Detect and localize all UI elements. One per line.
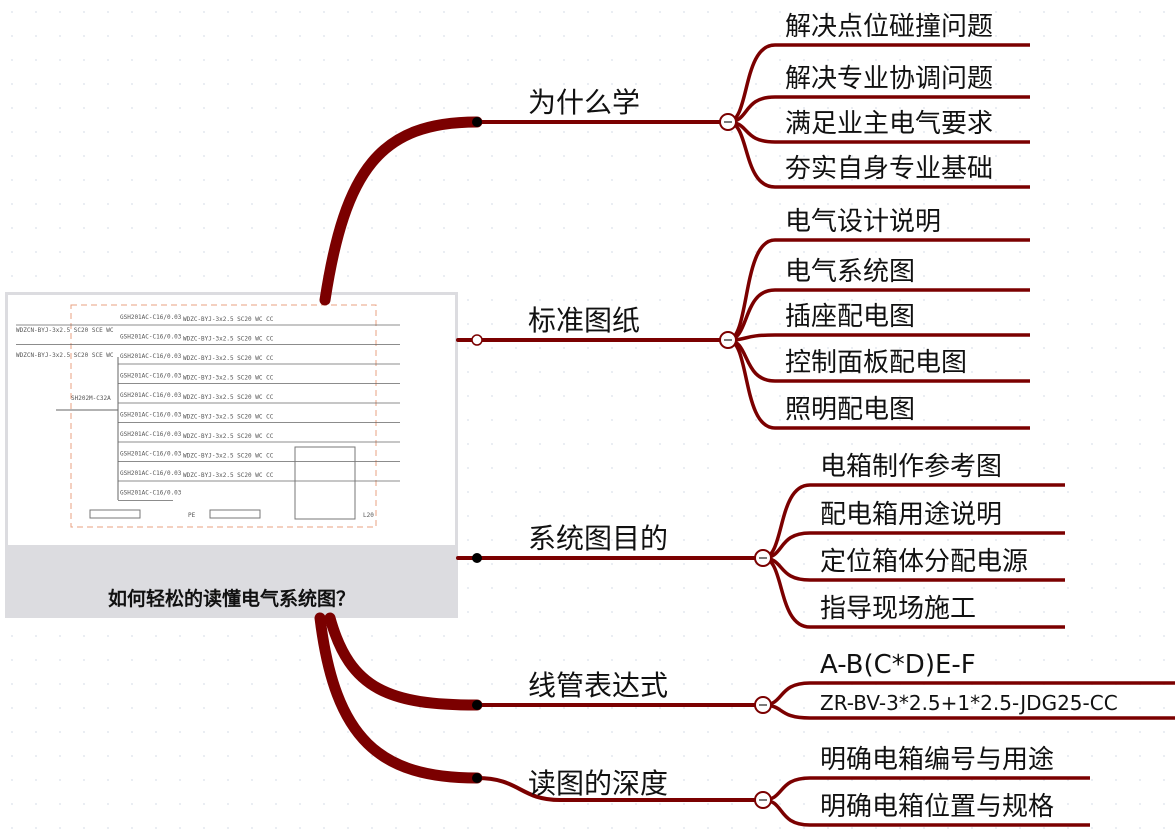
branch-label[interactable]: 标准图纸 — [528, 304, 640, 337]
central-title: 如何轻松的读懂电气系统图？ — [107, 588, 355, 610]
child-topic[interactable]: 电气系统图 — [785, 257, 915, 287]
child-topic[interactable]: 明确电箱位置与规格 — [820, 792, 1054, 822]
cable-label: WDZC-BYJ-3x2.5 SC20 WC CC — [183, 433, 274, 440]
branch-node-dot — [472, 553, 482, 563]
breaker-label: GSH201AC-C16/0.03 — [120, 334, 182, 341]
collapse-button[interactable] — [754, 791, 772, 809]
collapse-button[interactable] — [719, 331, 737, 349]
child-connector — [727, 333, 1030, 342]
child-topic[interactable]: 定位箱体分配电源 — [820, 547, 1028, 577]
cable-label: WDZC-BYJ-3x2.5 SC20 WC CC — [183, 414, 274, 421]
child-topic[interactable]: 指导现场施工 — [820, 594, 976, 624]
branch-4: 线管表达式 A-B(C*D)E-F ZR-BV-3*2.5+1*2.5-JDG25-… — [324, 612, 1175, 720]
breaker-label: GSH201AC-C16/0.03 — [120, 353, 182, 360]
child-topic[interactable]: 插座配电图 — [785, 302, 915, 332]
breaker-label: GSH201AC-C16/0.03 — [120, 373, 182, 380]
child-topic[interactable]: A-B(C*D)E-F — [820, 650, 976, 680]
branch-label[interactable]: 线管表达式 — [528, 669, 668, 702]
cable-label: WDZC-BYJ-3x2.5 SC20 WC CC — [183, 394, 274, 401]
breaker-label: GSH201AC-C16/0.03 — [120, 470, 182, 477]
collapse-button[interactable] — [754, 549, 772, 567]
branch-node-dot — [471, 334, 483, 346]
schematic-label: SH202M-C32A — [71, 395, 111, 402]
box-outline — [70, 304, 377, 528]
child-topic[interactable]: 明确电箱编号与用途 — [820, 745, 1054, 775]
child-topic[interactable]: 电箱制作参考图 — [820, 452, 1002, 482]
schematic-image: WDZCN-BYJ-3x2.5 SC20 SCE WC WDZCN-BYJ-3x2… — [8, 295, 455, 545]
breaker-label: GSH201AC-C16/0.03 — [120, 431, 182, 438]
child-topic[interactable]: 解决点位碰撞问题 — [785, 12, 993, 42]
schematic-label: WDZCN-BYJ-3x2.5 SC20 SCE WC — [16, 327, 114, 334]
cable-label: WDZC-BYJ-3x2.5 SC20 WC CC — [183, 355, 274, 362]
breaker-label: GSH201AC-C16/0.03 — [120, 392, 182, 399]
branch-label[interactable]: 为什么学 — [528, 86, 640, 119]
schematic-label: WDZCN-BYJ-3x2.5 SC20 SCE WC — [16, 352, 114, 359]
branch-label[interactable]: 系统图目的 — [528, 522, 668, 555]
child-topic[interactable]: ZR-BV-3*2.5+1*2.5-JDG25-CC — [820, 691, 1118, 715]
breaker-label: GSH201AC-C16/0.03 — [120, 490, 182, 497]
central-topic[interactable]: WDZCN-BYJ-3x2.5 SC20 SCE WC WDZCN-BYJ-3x2… — [5, 292, 458, 618]
collapse-button[interactable] — [719, 113, 737, 131]
breaker-label: GSH201AC-C16/0.03 — [120, 314, 182, 321]
child-topic[interactable]: 夯实自身专业基础 — [785, 154, 993, 184]
branch-connector — [324, 612, 483, 711]
child-topic[interactable]: 照明配电图 — [785, 395, 915, 425]
cable-label: WDZC-BYJ-3x2.5 SC20 WC CC — [183, 316, 274, 323]
branch-node-dot — [472, 773, 482, 783]
pe-label: PE — [188, 512, 196, 519]
branch-connector — [319, 116, 483, 306]
child-topic[interactable]: 控制面板配电图 — [785, 348, 967, 378]
cable-label: WDZC-BYJ-3x2.5 SC20 WC CC — [183, 453, 274, 460]
breaker-label: GSH201AC-C16/0.03 — [120, 451, 182, 458]
branch-label[interactable]: 读图的深度 — [528, 767, 668, 800]
child-topic[interactable]: 满足业主电气要求 — [785, 109, 993, 139]
breaker-label: GSH201AC-C16/0.03 — [120, 412, 182, 419]
child-topic[interactable]: 配电箱用途说明 — [820, 500, 1002, 530]
collapse-button[interactable] — [754, 696, 772, 714]
branch-node-dot — [472, 700, 482, 710]
child-topic[interactable]: 电气设计说明 — [785, 207, 941, 237]
l-label: L20 — [363, 512, 374, 519]
branch-node-dot — [472, 117, 482, 127]
cable-label: WDZC-BYJ-3x2.5 SC20 WC CC — [183, 336, 274, 343]
cable-label: WDZC-BYJ-3x2.5 SC20 WC CC — [183, 375, 274, 382]
cable-label: WDZC-BYJ-3x2.5 SC20 WC CC — [183, 472, 274, 479]
child-topic[interactable]: 解决专业协调问题 — [785, 64, 993, 94]
branch-connector — [314, 612, 483, 784]
